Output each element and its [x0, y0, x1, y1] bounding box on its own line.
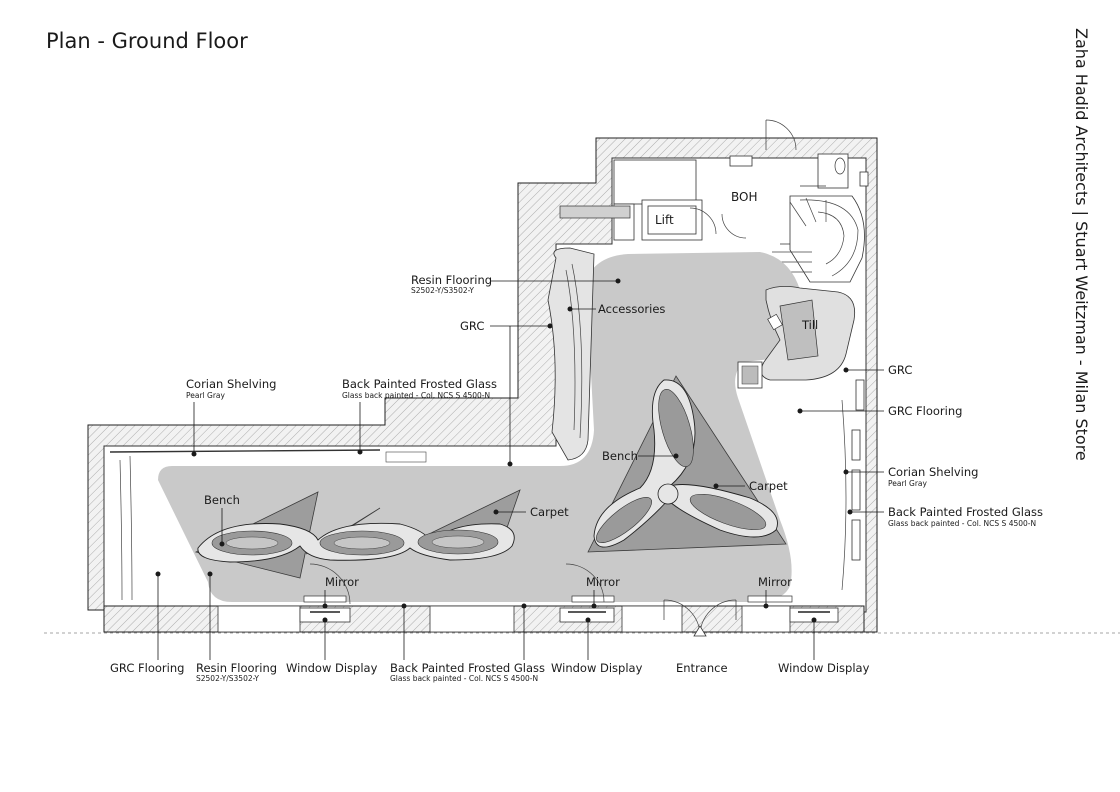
- annotation-window-3: Window Display: [778, 617, 870, 675]
- svg-text:GRC: GRC: [460, 319, 484, 333]
- accessories-shelf: [565, 269, 576, 431]
- annotation-window-1: Window Display: [286, 617, 378, 675]
- service-block: [559, 119, 869, 245]
- window-displays: [299, 607, 839, 623]
- bench-right: [593, 379, 778, 548]
- svg-text:Mirror: Mirror: [758, 575, 792, 589]
- svg-text:Bench: Bench: [602, 449, 638, 463]
- annotation-grc-flooring-right: GRC Flooring: [797, 404, 962, 418]
- annotation-mirror-1: Mirror: [322, 575, 359, 609]
- annotation-grc-right: GRC: [843, 363, 912, 377]
- annotation-carpet-right: Carpet: [713, 479, 788, 493]
- page-title: Plan - Ground Floor: [46, 29, 248, 53]
- svg-text:Carpet: Carpet: [749, 479, 788, 493]
- grc-accessories-wall: [547, 247, 595, 461]
- svg-text:GRC Flooring: GRC Flooring: [888, 404, 962, 418]
- annotation-glass-right: Back Painted Frosted Glass Glass back pa…: [847, 505, 1043, 528]
- right-wall-shelving: [841, 379, 865, 591]
- room-till: Till: [801, 318, 818, 332]
- annotation-bench-left: Bench: [204, 493, 240, 547]
- svg-text:GRC: GRC: [888, 363, 912, 377]
- svg-text:Pearl Gray: Pearl Gray: [888, 479, 928, 488]
- annotation-corian-right: Corian Shelving Pearl Gray: [843, 465, 978, 488]
- entrance-doors: [309, 563, 737, 637]
- svg-text:Bench: Bench: [204, 493, 240, 507]
- annotation-grc-top: GRC: [460, 319, 553, 467]
- svg-text:GRC Flooring: GRC Flooring: [110, 661, 184, 675]
- svg-text:Entrance: Entrance: [676, 661, 728, 675]
- annotation-mirror-3: Mirror: [758, 575, 792, 609]
- svg-text:Accessories: Accessories: [598, 302, 665, 316]
- annotation-carpet-left: Carpet: [493, 505, 569, 519]
- annotation-mirror-2: Mirror: [586, 575, 620, 609]
- svg-text:Resin Flooring: Resin Flooring: [196, 661, 277, 675]
- room-lift: Lift: [655, 213, 674, 227]
- annotation-entrance: Entrance: [676, 661, 728, 675]
- svg-text:Mirror: Mirror: [586, 575, 620, 589]
- svg-text:Carpet: Carpet: [530, 505, 569, 519]
- svg-text:Glass back painted - Col. NCS: Glass back painted - Col. NCS S 4500-N: [888, 519, 1036, 528]
- svg-text:Corian Shelving: Corian Shelving: [186, 377, 276, 391]
- svg-text:Resin Flooring: Resin Flooring: [411, 273, 492, 287]
- svg-text:Glass back painted - Col. NCS: Glass back painted - Col. NCS S 4500-N: [342, 391, 490, 400]
- annotation-glass-top: Back Painted Frosted Glass Glass back pa…: [342, 377, 497, 455]
- svg-text:Corian Shelving: Corian Shelving: [888, 465, 978, 479]
- front-facade: [103, 605, 865, 633]
- side-title: Zaha Hadid Architects | Stuart Weitzman …: [1072, 28, 1091, 461]
- svg-text:Glass back painted - Col. NCS: Glass back painted - Col. NCS S 4500-N: [390, 674, 538, 683]
- annotation-corian-left: Corian Shelving Pearl Gray: [186, 377, 276, 457]
- svg-text:Mirror: Mirror: [325, 575, 359, 589]
- svg-text:S2502-Y/S3502-Y: S2502-Y/S3502-Y: [411, 286, 474, 295]
- svg-text:Pearl Gray: Pearl Gray: [186, 391, 226, 400]
- annotation-grc-flooring-bottom: GRC Flooring: [110, 571, 184, 675]
- annotation-resin-bottom: Resin Flooring S2502-Y/S3502-Y: [196, 571, 277, 683]
- svg-text:Window Display: Window Display: [778, 661, 870, 675]
- svg-text:Window Display: Window Display: [286, 661, 378, 675]
- annotation-accessories: Accessories: [567, 302, 665, 316]
- svg-text:Back Painted Frosted Glass: Back Painted Frosted Glass: [342, 377, 497, 391]
- annotation-bench-right: Bench: [602, 449, 679, 463]
- annotation-glass-bottom: Back Painted Frosted Glass Glass back pa…: [390, 603, 545, 683]
- bench-left: [197, 522, 515, 563]
- room-boh: BOH: [731, 190, 758, 204]
- left-wall-shelving: [119, 459, 123, 601]
- annotation-window-2: Window Display: [551, 617, 643, 675]
- svg-text:Back Painted Frosted Glass: Back Painted Frosted Glass: [888, 505, 1043, 519]
- annotation-resin-top: Resin Flooring S2502-Y/S3502-Y: [411, 273, 621, 295]
- svg-text:Window Display: Window Display: [551, 661, 643, 675]
- svg-text:S2502-Y/S3502-Y: S2502-Y/S3502-Y: [196, 674, 259, 683]
- staircase: [772, 195, 865, 283]
- svg-text:Back Painted Frosted Glass: Back Painted Frosted Glass: [390, 661, 545, 675]
